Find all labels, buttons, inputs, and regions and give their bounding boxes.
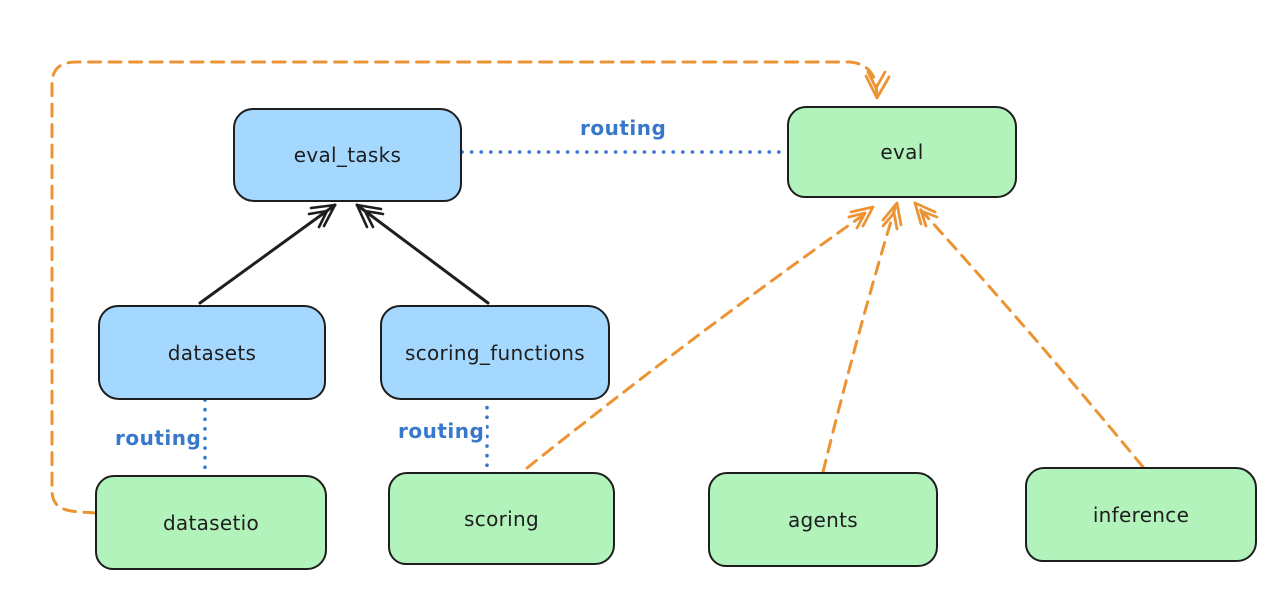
edge-datasetio-to-eval-loop xyxy=(50,60,891,515)
node-eval-tasks[interactable]: eval_tasks xyxy=(233,108,462,202)
edge-scoring-functions-to-eval-tasks xyxy=(355,203,490,305)
node-eval-tasks-label: eval_tasks xyxy=(293,143,402,167)
node-eval-label: eval xyxy=(880,140,924,164)
node-scoring-label: scoring xyxy=(464,506,539,531)
edge-agents-to-eval xyxy=(821,201,903,474)
node-inference[interactable]: inference xyxy=(1025,467,1257,562)
node-agents-label: agents xyxy=(788,507,858,532)
node-scoring-functions[interactable]: scoring_functions xyxy=(380,305,610,400)
node-datasetio[interactable]: datasetio xyxy=(95,475,327,570)
edge-label-routing-eval-tasks-eval: routing xyxy=(578,116,669,140)
node-datasetio-label: datasetio xyxy=(162,510,260,535)
edge-label-routing-datasets-datasetio: routing xyxy=(113,426,204,450)
node-eval[interactable]: eval xyxy=(787,106,1017,198)
edge-label-routing-scoring-functions-scoring: routing xyxy=(396,419,487,443)
node-scoring-functions-label: scoring_functions xyxy=(404,340,586,365)
node-datasets[interactable]: datasets xyxy=(98,305,326,400)
node-datasets-label: datasets xyxy=(167,340,257,365)
node-scoring[interactable]: scoring xyxy=(388,472,615,565)
edge-scoring-to-eval xyxy=(525,205,875,470)
node-inference-label: inference xyxy=(1092,502,1190,527)
edge-datasets-to-eval-tasks xyxy=(198,203,337,305)
node-agents[interactable]: agents xyxy=(708,472,938,567)
edge-inference-to-eval xyxy=(913,201,1145,469)
